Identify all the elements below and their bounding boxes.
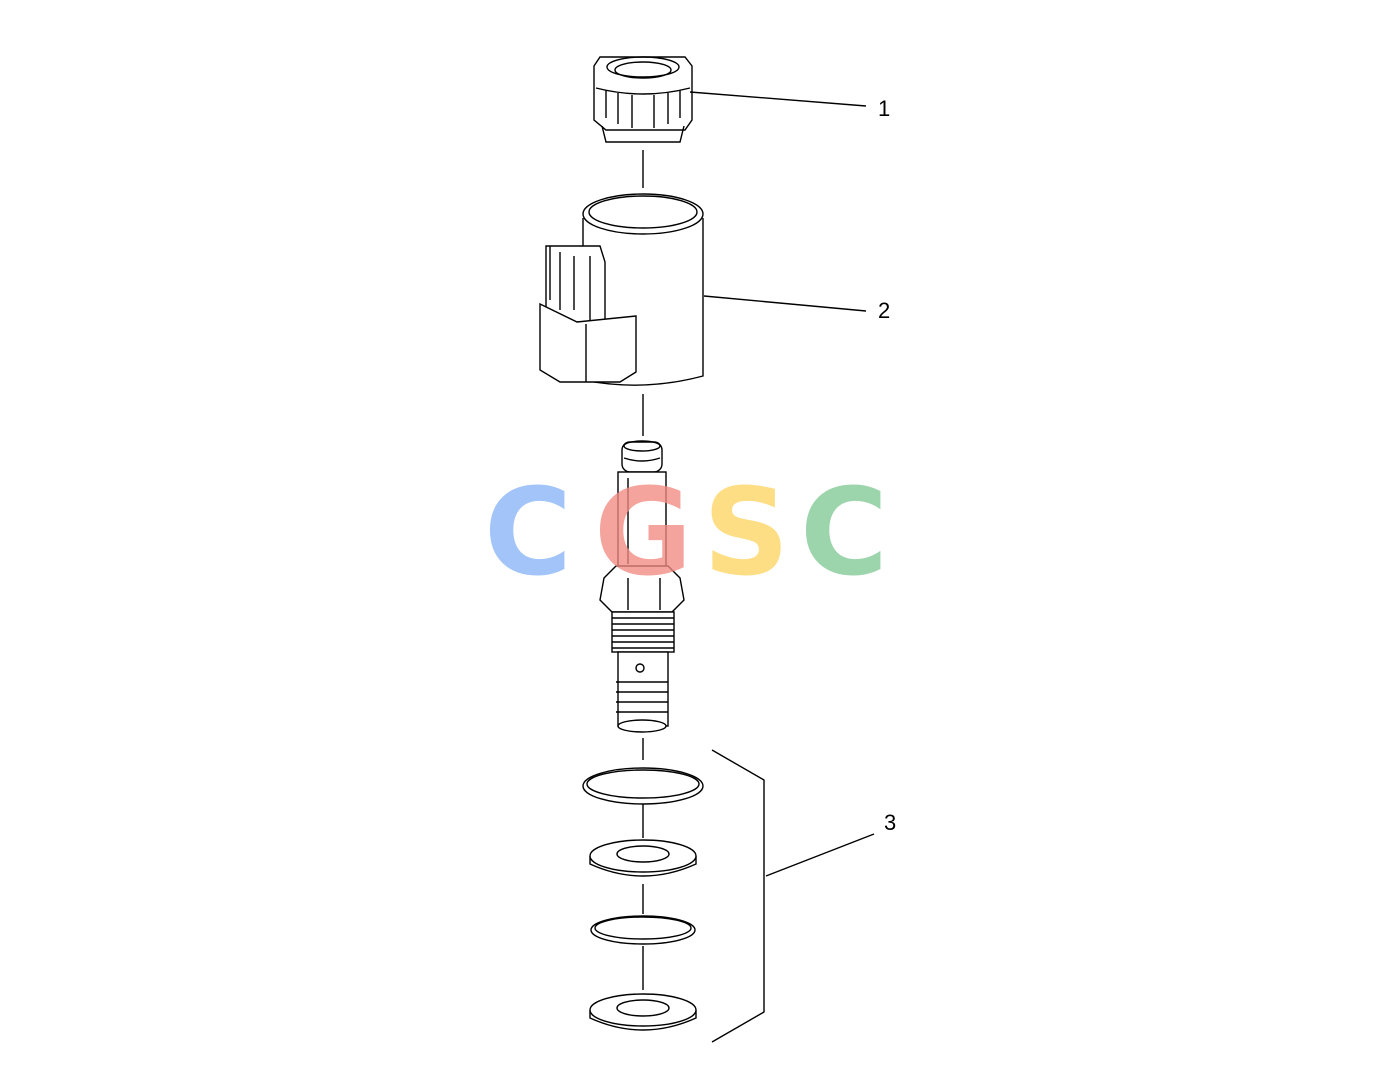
callout-2: 2 <box>878 298 891 323</box>
callout-3: 3 <box>884 810 897 835</box>
watermark-letter: C <box>800 464 889 603</box>
watermark-letter: C <box>484 464 573 603</box>
valve-cartridge <box>599 440 685 760</box>
part-3-seal-kit <box>582 749 875 1043</box>
part-1-nut <box>593 56 867 188</box>
watermark-letter: S <box>703 464 790 603</box>
part-2-solenoid-coil <box>539 193 867 436</box>
watermark-letter: G <box>594 464 693 603</box>
callout-1: 1 <box>878 96 891 121</box>
